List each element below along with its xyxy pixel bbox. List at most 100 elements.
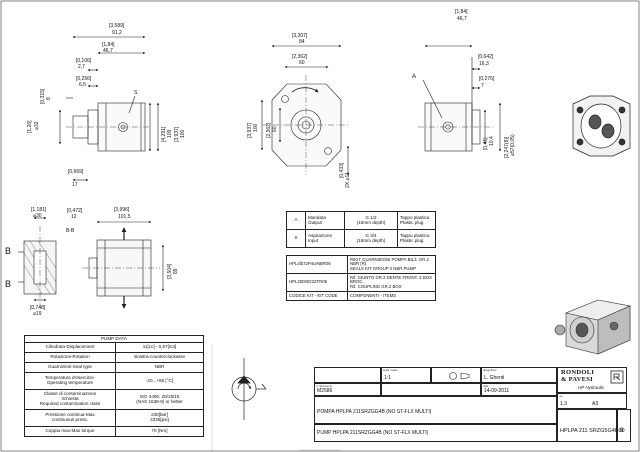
dim-0-669: [0,669] [68,169,84,175]
kit-items-header: COMPONENTI - ITEMS [347,291,436,301]
dim-2-362-b: [2,362] [266,122,272,138]
pump-data-table: PUMP DATA Cilindrata-Displacement 11[cc]… [24,335,204,437]
dim-7: 7 [481,83,484,89]
dim-4-291: [4,291] [161,126,167,142]
dim-0-315: [0,315] [40,88,46,104]
pump-value: sinistra-counterclockwise [115,352,204,363]
pump-param: Cilindrata-Displacement [24,342,116,353]
bottom-view [82,220,165,309]
tb-blank-cell-2 [381,383,481,396]
dim-100-b: 100 [253,123,259,132]
tb-author-value: L. Ghenti [484,375,505,381]
pump-param: Rotazione-Rotation [24,352,116,363]
tb-description-cell: POMPA HPLPA 211SRZGG4B (NO ST-FLX MULTI) [314,396,557,424]
tb-blank-cell [314,367,381,383]
tb-sheet-cell: 0 [617,409,631,442]
pump-data-row: Coppia max-Max torque 70 [Nm] [24,426,204,437]
tb-doc-value: M2586 [317,388,333,394]
tb-scale-label: scala / scale [383,369,398,372]
dim-front-width-in: [3,307] [292,33,308,39]
dim-0-106: [0,106] [76,58,92,64]
kit-code: HPL4lb72P4urNBR05 [286,255,348,274]
section-label: B-B [66,228,75,234]
pump-data-row: Temperatura d'esercizio- Operating tempe… [24,372,204,390]
dim-46-7-b: 46,7 [457,16,467,22]
tb-sheet-value: 0 [620,428,624,434]
tb-date-label: data [483,385,489,388]
dim-0-256: [0,256] [76,76,92,82]
brand-line-3: HP Hydraulic [578,385,605,390]
side-port-label: S [134,90,138,96]
dim-0-748: [0,748] [30,305,46,311]
side-view-dims: [3,589] 91,2 [1,84] 46,7 [0,106] 2,7 [0,… [27,23,186,188]
kits-header-row: CODICE KIT - KIT CODE COMPONENTI - ITEMS [286,291,436,301]
dim-6-5: 6,5 [79,82,86,88]
pump-data-row: Classe di contaminazione richiesta Requi… [24,389,204,410]
dim-60: 60 [299,60,305,66]
tb-scale-cell: scala / scale 1:1 [381,367,431,383]
pump-data-row: Guarnizioni-Seal type NBR [24,362,204,373]
dim-100-a: 100 [180,129,186,138]
pump-data-title-row: PUMP DATA [24,335,204,343]
dim-0-433: [0,433] [339,162,345,178]
port-thread: G 1/2 (16mm depth) [344,211,398,230]
tb-rev-cell: rev 1.3 A3 [557,393,627,409]
dim-1-26: [1,26] [27,120,33,133]
pump-param: Classe di contaminazione richiesta Requi… [24,389,116,410]
tb-desc-it: POMPA HPLPA 211SRZGG4B (NO ST-FLX MULTI) [317,409,432,415]
dim-30: ⌀30 [33,213,42,219]
bottom-view-dims: [3,996] 101,5 [3,504] 89 [114,207,179,279]
pump-param: Coppia max-Max torque [24,426,116,437]
tb-symbol-cell [431,367,481,383]
kits-row: HPL25000222TR05 Rif. GIUNTO GR.2 DENTE F… [286,273,436,292]
section-b-top: B [5,246,11,256]
dim-60-b: 60 [272,126,278,132]
dim-1-181: [1,181] [31,207,47,213]
dim-3-996: [3,996] [114,207,130,213]
kit-code: HPL25000222TR05 [286,273,348,292]
dim-0-276: [0,276] [479,76,495,82]
port-function: Mandata Output [305,211,345,230]
projection-icon [449,372,470,380]
pump-data-title: PUMP DATA [24,335,204,343]
dim-12: 12 [71,214,77,220]
tb-date-value: 14-09-2011 [484,388,510,394]
kit-items: Rif. GIUNTO GR.2 DENTE FRONT. Z BOX BROC… [347,273,436,292]
dim-side-width-mm: 91,2 [112,30,122,36]
port-id: A [286,211,306,230]
dim-17: 17 [72,182,78,188]
dim-side-width-in: [3,589] [109,23,125,29]
dim-89: 89 [173,268,179,274]
kit-code-header: CODICE KIT - KIT CODE [286,291,348,301]
dim-front-width-mm: 84 [299,39,305,45]
pump-param: Temperatura d'esercizio- Operating tempe… [24,372,116,390]
right-port-label: A [412,74,416,80]
pump-param: Pressione continua-Max continuous press. [24,409,116,427]
ports-row: S Aspirazione Input G 3/4 (16mm depth) T… [286,229,436,248]
right-view-dims: [1,84] 46,7 [0,642] 16,3 [0,276] 7 A [0,… [412,9,516,158]
dim-2-362: [2,362] [292,54,308,60]
tb-format-value: A3 [592,401,599,407]
brand-line-1: RONDOLI [561,369,595,376]
pump-data-row: Rotazione-Rotation sinistra-counterclock… [24,352,204,363]
section-view-dims: [1,181] ⌀30 [0,472] 12 B-B B B [0,748] ⌀… [5,207,83,317]
tb-author-label: disegnatore [483,369,497,372]
ports-table: A Mandata Output G 1/2 (16mm depth) Tapp… [286,211,436,248]
tb-doc-cell: n° documento M2586 [314,383,381,396]
section-b-bottom: B [5,279,11,289]
port-thread: G 3/4 (16mm depth) [344,229,398,248]
dim-0-472: [0,472] [67,208,83,214]
port-plug: Tappo plastica Plastic plug [397,229,436,248]
section-view [18,216,57,308]
brand-mark-icon [610,370,624,384]
pump-value: 11[cc] - 0,67[in3] [115,342,204,353]
tb-desc-en: PUMP HPLPA 211SRZGG4B (NO ST-FLX MULTI) [317,430,429,436]
dim-3-504: [3,504] [167,263,173,279]
dim-46-7-a: 46,7 [103,48,113,54]
pump-value: 230[bar] 3336[psi] [115,409,204,427]
front-view [260,44,350,176]
front-view-dims: [3,307] 84 [2,362] 60 [3,937] 100 [2,362… [247,33,351,188]
pump-data-row: Pressione continua-Max continuous press.… [24,409,204,427]
pump-value: -20...+85 [°C] [115,372,204,390]
